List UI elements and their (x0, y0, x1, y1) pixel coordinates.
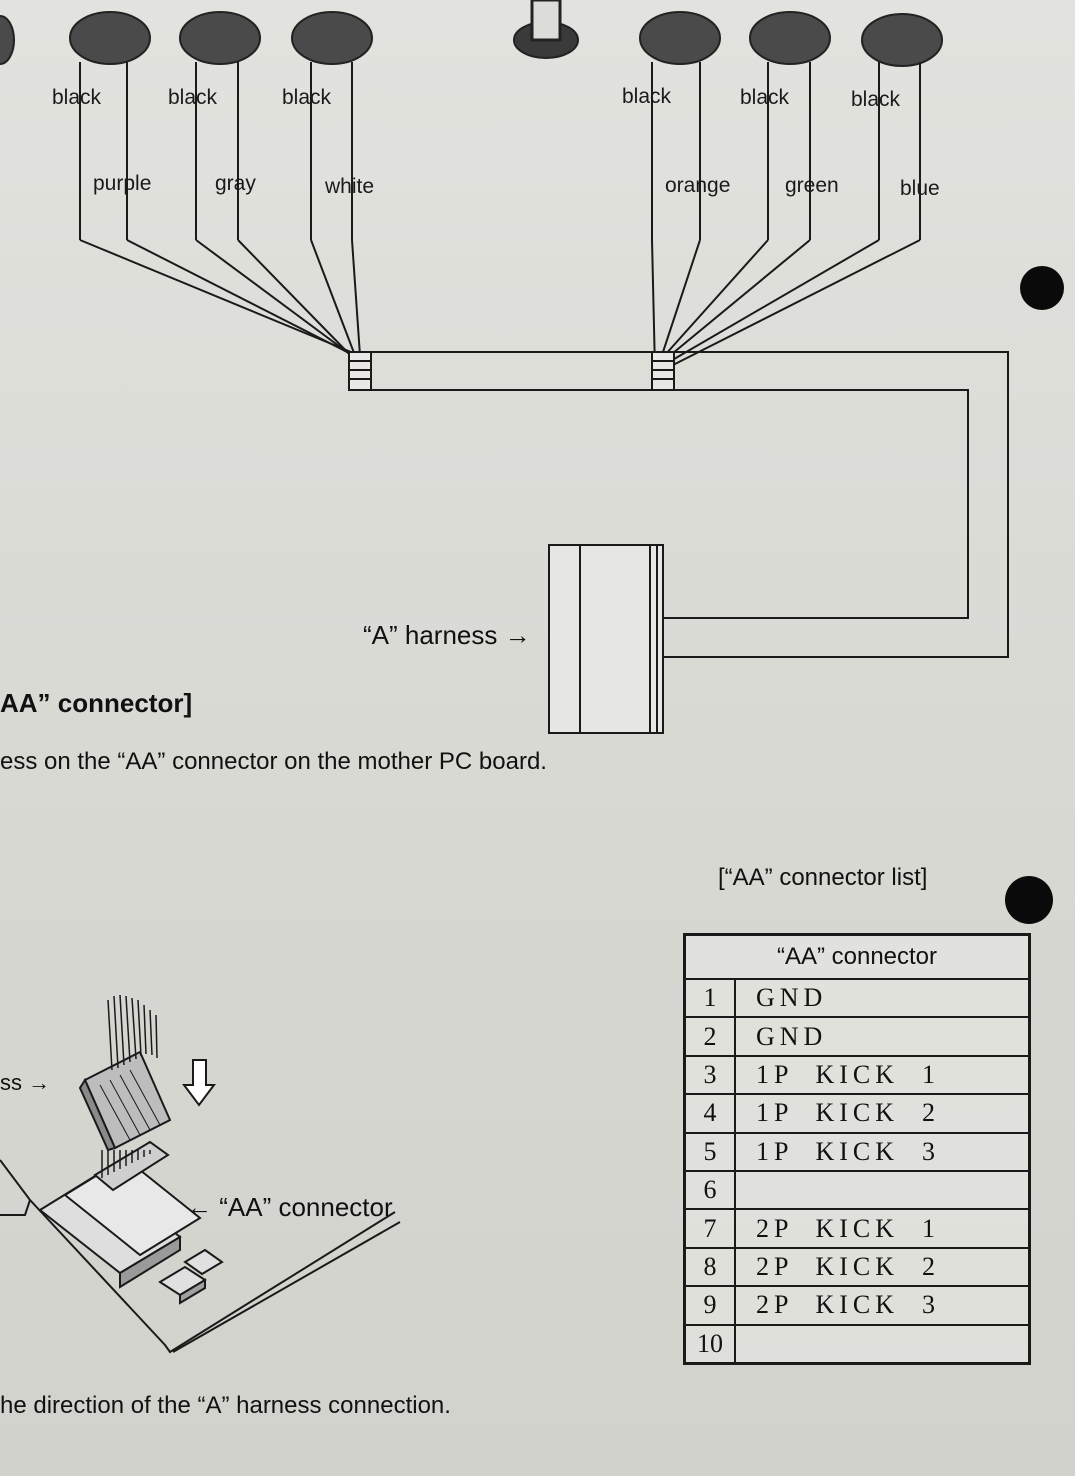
pin-number: 9 (683, 1285, 736, 1326)
pin-signal: GND (734, 1016, 1031, 1057)
punch-hole-icon (1020, 266, 1064, 310)
button-dome (749, 11, 831, 65)
table-row: 10 (683, 1323, 1031, 1365)
pin-signal: 1P KICK 3 (734, 1131, 1031, 1172)
wire-label-right-top-1: black (622, 85, 672, 108)
aa-connector-label: ← “AA” connector (186, 1192, 393, 1222)
wire-label-right-top-3: black (851, 88, 901, 111)
pin-signal: GND (734, 977, 1031, 1019)
punch-hole-icon (1005, 876, 1053, 924)
pin-number: 6 (683, 1169, 736, 1211)
wire-label-left-bottom-1: purple (93, 172, 152, 195)
pin-signal (734, 1169, 1031, 1211)
harness-label: “A” harness → (363, 620, 531, 650)
left-wires (79, 62, 362, 371)
wire-label-right-bottom-2: green (785, 174, 839, 197)
pin-number: 10 (683, 1323, 736, 1365)
pin-number: 7 (683, 1208, 736, 1249)
pin-number: 3 (683, 1054, 736, 1096)
pin-number: 8 (683, 1246, 736, 1288)
button-dome (291, 11, 373, 65)
pin-number: 1 (683, 977, 736, 1019)
button-domes (0, 11, 943, 67)
connector-list-title: [“AA” connector list] (718, 864, 928, 891)
button-dome (861, 13, 943, 67)
table-row: 6 (683, 1169, 1031, 1211)
lever-base (513, 0, 579, 59)
wire-label-left-bottom-3: white (325, 175, 375, 198)
ribbon-cable (371, 351, 1009, 658)
pin-signal: 2P KICK 3 (734, 1285, 1031, 1326)
wire-label-left-top-2: black (168, 86, 218, 109)
pin-signal: 1P KICK 1 (734, 1054, 1031, 1096)
a-harness-connector (548, 544, 664, 734)
button-dome (69, 11, 151, 65)
pin-signal: 2P KICK 1 (734, 1208, 1031, 1249)
pc-board-illustration (0, 994, 401, 1354)
pin-number: 2 (683, 1016, 736, 1057)
pin-signal: 1P KICK 2 (734, 1093, 1031, 1134)
button-dome (179, 11, 261, 65)
button-dome (639, 11, 721, 65)
wire-label-right-bottom-3: blue (900, 177, 940, 200)
button-dome (0, 15, 15, 65)
left-small-connector (348, 351, 372, 391)
instruction-text-1: ess on the “AA” connector on the mother … (0, 748, 547, 775)
harness-plug (83, 1050, 172, 1150)
pin-signal: 2P KICK 2 (734, 1246, 1031, 1288)
wire-label-left-top-1: black (52, 86, 102, 109)
right-wires (651, 62, 921, 371)
wire-label-right-bottom-1: orange (665, 174, 731, 197)
wire-label-left-top-3: black (282, 86, 332, 109)
wire-label-right-top-2: black (740, 86, 790, 109)
partial-harness-label: ss → (0, 1070, 51, 1095)
down-arrow-icon (182, 1059, 216, 1107)
section-heading: AA” connector] (0, 688, 193, 718)
pin-signal (734, 1323, 1031, 1365)
pin-number: 5 (683, 1131, 736, 1172)
instruction-text-2: he direction of the “A” harness connecti… (0, 1392, 451, 1419)
right-small-connector (651, 351, 675, 391)
table-header: “AA” connector (683, 933, 1031, 980)
pin-number: 4 (683, 1093, 736, 1134)
wire-label-left-bottom-2: gray (215, 172, 256, 195)
